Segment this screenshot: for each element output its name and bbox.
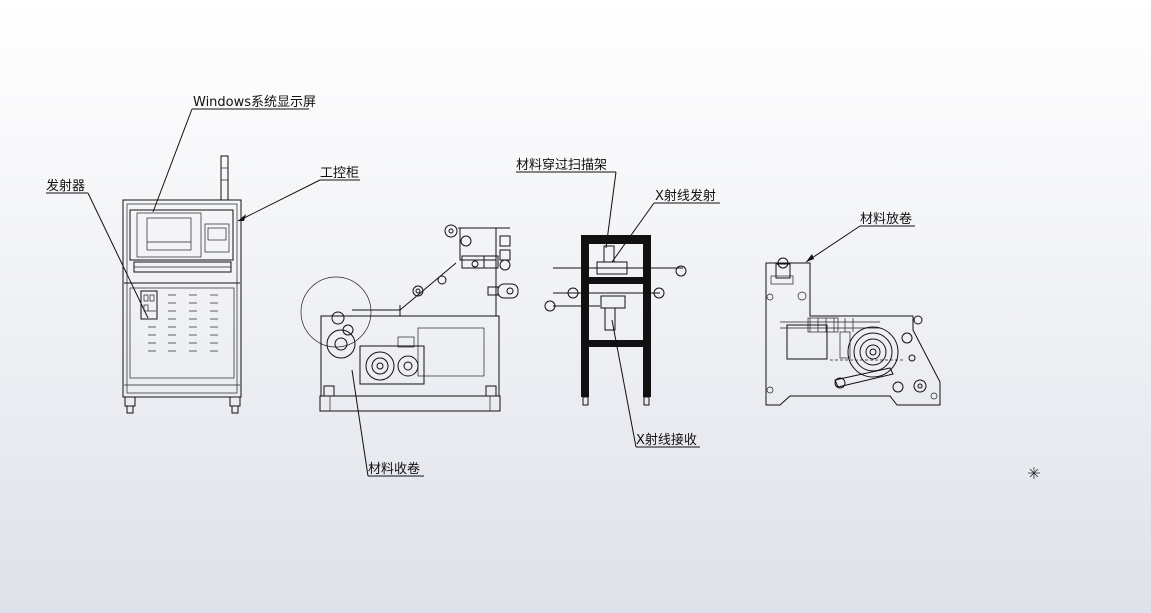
label-control-cabinet: 工控柜 [320, 166, 359, 181]
unwind-machine-drawing [765, 257, 941, 406]
label-rewind: 材料收卷 [368, 461, 420, 477]
label-xray-receive: X射线接收 [636, 432, 697, 448]
callout-leaders [46, 108, 915, 477]
label-display: Windows系统显示屏 [193, 95, 316, 110]
scan-frame-drawing [544, 235, 687, 406]
rewind-machine-drawing [300, 224, 519, 412]
label-xray-emit: X射线发射 [655, 188, 716, 204]
label-unwind: 材料放卷 [860, 211, 912, 227]
control-cabinet-drawing [122, 155, 242, 414]
label-scan-frame: 材料穿过扫描架 [516, 157, 607, 173]
label-emitter: 发射器 [46, 178, 85, 194]
sparkle-cursor-icon [1028, 467, 1040, 479]
